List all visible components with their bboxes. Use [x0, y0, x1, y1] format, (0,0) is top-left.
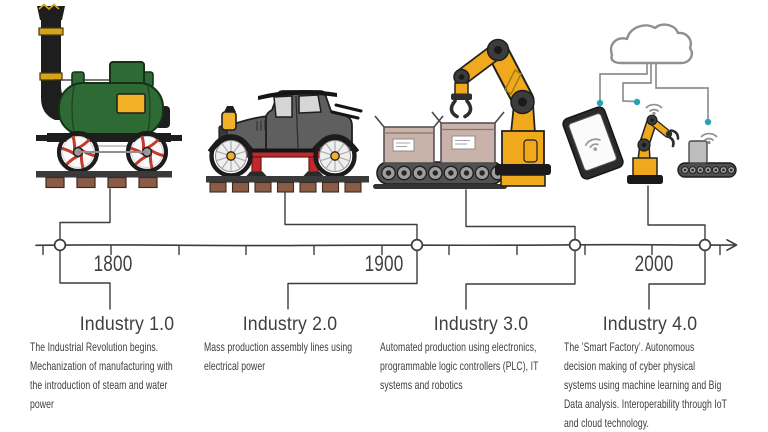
car-wheel — [209, 134, 253, 178]
mini-robot-arm — [627, 103, 680, 184]
robot-arm-conveyor-icon — [373, 38, 551, 189]
era-description-industry-4-0: The ’Smart Factory’. Autonomous decision… — [564, 340, 727, 430]
timeline-node — [698, 238, 712, 252]
timeline-year-label: 1800 — [93, 251, 133, 276]
boiler — [58, 82, 164, 136]
gripper-claw — [449, 99, 473, 119]
era-description-industry-1-0: The Industrial Revolution begins. Mechan… — [30, 340, 173, 411]
cowl-vents — [256, 120, 266, 131]
era-title-industry-1-0: Industry 1.0 — [79, 314, 175, 335]
timeline-year-label: 2000 — [634, 251, 674, 276]
iot-node-dot — [633, 98, 641, 106]
conveyor-belt — [373, 161, 507, 189]
steam-locomotive-icon — [36, 3, 182, 189]
car-roof — [258, 90, 337, 100]
assembly-track — [206, 176, 369, 193]
timeline-node — [568, 238, 582, 252]
mini-conveyor — [677, 132, 737, 178]
timeline-year-label: 1900 — [364, 251, 404, 276]
car-window — [298, 94, 322, 114]
cardboard-box — [431, 111, 505, 164]
network-wires — [599, 63, 709, 119]
tablet-device — [562, 106, 624, 180]
headlamp — [221, 111, 237, 131]
wifi-icon — [584, 138, 601, 149]
assembly-stands — [246, 149, 324, 177]
timeline-node — [53, 238, 67, 252]
name-plate — [116, 93, 146, 114]
vintage-car-assembly-icon — [206, 90, 369, 193]
cardboard-box — [374, 115, 444, 164]
timeline-arrow-icon — [726, 239, 738, 251]
parcel-box — [688, 140, 708, 164]
robot-arm — [449, 38, 551, 187]
era-description-industry-3-0: Automated production using electronics, … — [380, 340, 539, 392]
era-description-industry-2-0: Mass production assembly lines using ele… — [204, 340, 353, 373]
wifi-icon — [700, 132, 718, 142]
car-window — [273, 95, 293, 118]
wifi-icon — [645, 103, 663, 113]
cloud-iot-network-icon — [562, 23, 737, 184]
era-connectors — [59, 185, 706, 310]
cloud-icon — [609, 23, 694, 65]
timeline-nodes — [53, 238, 712, 252]
timeline-node — [410, 238, 424, 252]
timeline-ticks — [42, 245, 721, 256]
iot-node-dot — [704, 118, 712, 126]
era-title-industry-3-0: Industry 3.0 — [433, 314, 529, 335]
rail-track — [36, 171, 172, 189]
era-title-industry-2-0: Industry 2.0 — [242, 314, 338, 335]
car-wheel — [313, 134, 357, 178]
timeline-main-line — [35, 243, 735, 247]
chimney — [41, 19, 74, 120]
rear-rack — [330, 103, 363, 120]
iot-node-dot — [596, 99, 604, 107]
mini-gripper-claw — [667, 129, 680, 148]
timeline-axis — [35, 185, 738, 310]
frame — [47, 133, 171, 142]
era-title-industry-4-0: Industry 4.0 — [602, 314, 698, 335]
